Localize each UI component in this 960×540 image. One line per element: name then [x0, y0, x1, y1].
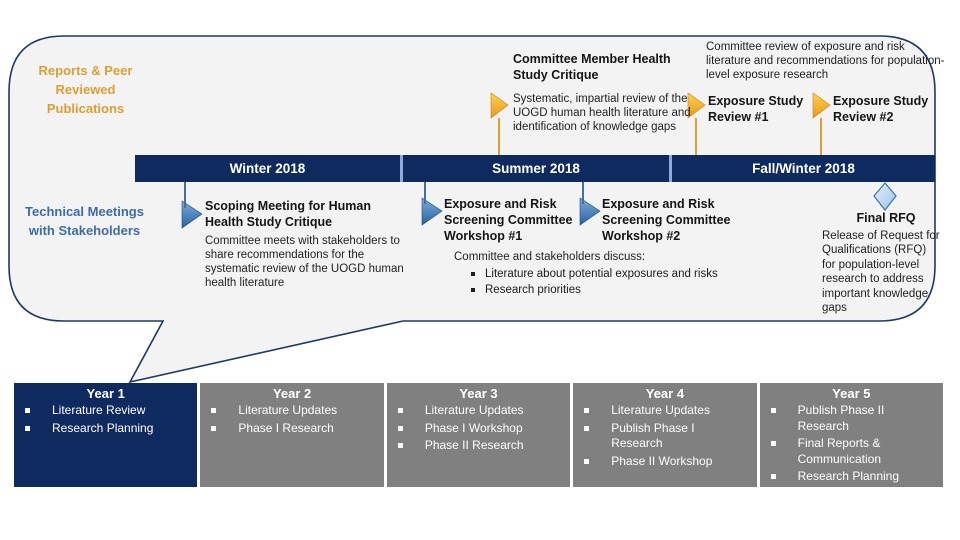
year-3-box: Year 3 Literature Updates Phase I Worksh… [386, 383, 571, 487]
bullet-square-icon [211, 408, 217, 413]
label-technical-meetings: Technical Meetings with Stakeholders [25, 204, 144, 238]
bubble-outline [8, 35, 936, 384]
bullet-square-icon [471, 288, 475, 293]
year-row: Year 1 Literature Review Research Planni… [14, 383, 944, 487]
workshop2-connector-line [582, 182, 584, 204]
bullet-square-icon [25, 408, 30, 413]
exposure-review-note: Committee review of exposure and risk li… [706, 41, 945, 82]
review2-title: Exposure Study Review #2 [833, 94, 929, 124]
scoping-title: Scoping Meeting for Human Health Study C… [205, 199, 371, 229]
year-2-box: Year 2 Literature Updates Phase I Resear… [200, 383, 384, 487]
review1-title: Exposure Study Review #1 [708, 94, 804, 124]
discussion-bullet: Literature about potential exposures and… [454, 267, 764, 281]
timeline-segment-summer: Summer 2018 [403, 155, 669, 182]
final-rfq-diamond-icon [873, 182, 897, 211]
bullet-square-icon [471, 271, 475, 276]
scoping-desc: Committee meets with stakeholders to sha… [205, 235, 404, 290]
bullet-square-icon [584, 408, 590, 413]
scoping-connector-line [184, 182, 186, 208]
year-4-box: Year 4 Literature Updates Publish Phase … [573, 383, 757, 487]
workshop1-connector-line [424, 182, 426, 204]
bullet-square-icon [397, 425, 403, 431]
label-reports-peer-reviewed: Reports & Peer Reviewed Publications [38, 63, 133, 116]
review1-connector-line [695, 118, 697, 155]
year-2-item: Literature Updates [200, 403, 383, 419]
bullet-square-icon [770, 474, 776, 480]
year-1-title: Year 1 [86, 386, 125, 401]
discussion-bullet: Research priorities [454, 283, 764, 297]
workshop1-arrow-icon [421, 197, 443, 226]
year-5-box: Year 5 Publish Phase II Research Final R… [759, 383, 944, 487]
discussion-lead: Committee and stakeholders discuss: [454, 251, 646, 263]
year-2-title: Year 2 [272, 386, 312, 401]
bullet-square-icon [584, 458, 590, 464]
critique-desc: Systematic, impartial review of the UOGD… [513, 93, 691, 134]
year-5-title: Year 5 [832, 386, 871, 401]
final-rfq-desc: Release of Request for Qualifications (R… [822, 230, 940, 314]
critique-arrow-icon [490, 92, 509, 119]
timeline-segment-fall-winter: Fall/Winter 2018 [672, 155, 935, 182]
year-4-item: Publish Phase I Research [573, 421, 756, 452]
year-2-item: Phase I Research [200, 421, 383, 437]
year-3-title: Year 3 [459, 386, 498, 401]
review2-arrow-icon [812, 92, 831, 119]
bullet-square-icon [211, 425, 217, 431]
critique-connector-line [498, 118, 500, 155]
year-4-title: Year 4 [645, 386, 685, 401]
year-5-item: Research Planning [760, 469, 943, 485]
bullet-square-icon [397, 443, 403, 449]
year-3-item: Literature Updates [387, 403, 570, 419]
year-1-item: Literature Review [14, 403, 197, 419]
year-1-item: Research Planning [14, 421, 197, 437]
final-rfq-title: Final RFQ [856, 211, 916, 225]
year-3-item: Phase I Workshop [387, 421, 570, 437]
review2-connector-line [820, 118, 822, 155]
bullet-square-icon [584, 425, 590, 431]
year-5-item: Publish Phase II Research [760, 403, 943, 434]
year-5-item: Final Reports & Communication [760, 436, 943, 467]
bullet-square-icon [770, 408, 776, 413]
bullet-square-icon [25, 425, 30, 431]
discussion-block: Committee and stakeholders discuss: Lite… [454, 250, 764, 298]
scoping-arrow-icon [181, 200, 203, 229]
year-4-item: Literature Updates [573, 403, 756, 419]
workshop2-arrow-icon [579, 197, 601, 226]
timeline-segment-winter: Winter 2018 [135, 155, 400, 182]
year-4-item: Phase II Workshop [573, 454, 756, 470]
bullet-square-icon [397, 408, 403, 413]
review1-arrow-icon [687, 92, 706, 119]
workshop1-title: Exposure and Risk Screening Committee Wo… [444, 197, 573, 243]
critique-title: Committee Member Health Study Critique [513, 52, 671, 82]
bullet-square-icon [770, 441, 776, 447]
timeline-bar: Winter 2018 Summer 2018 Fall/Winter 2018 [135, 155, 935, 182]
year-1-box: Year 1 Literature Review Research Planni… [14, 383, 198, 487]
workshop2-title: Exposure and Risk Screening Committee Wo… [602, 197, 731, 243]
year-3-item: Phase II Research [387, 438, 570, 454]
